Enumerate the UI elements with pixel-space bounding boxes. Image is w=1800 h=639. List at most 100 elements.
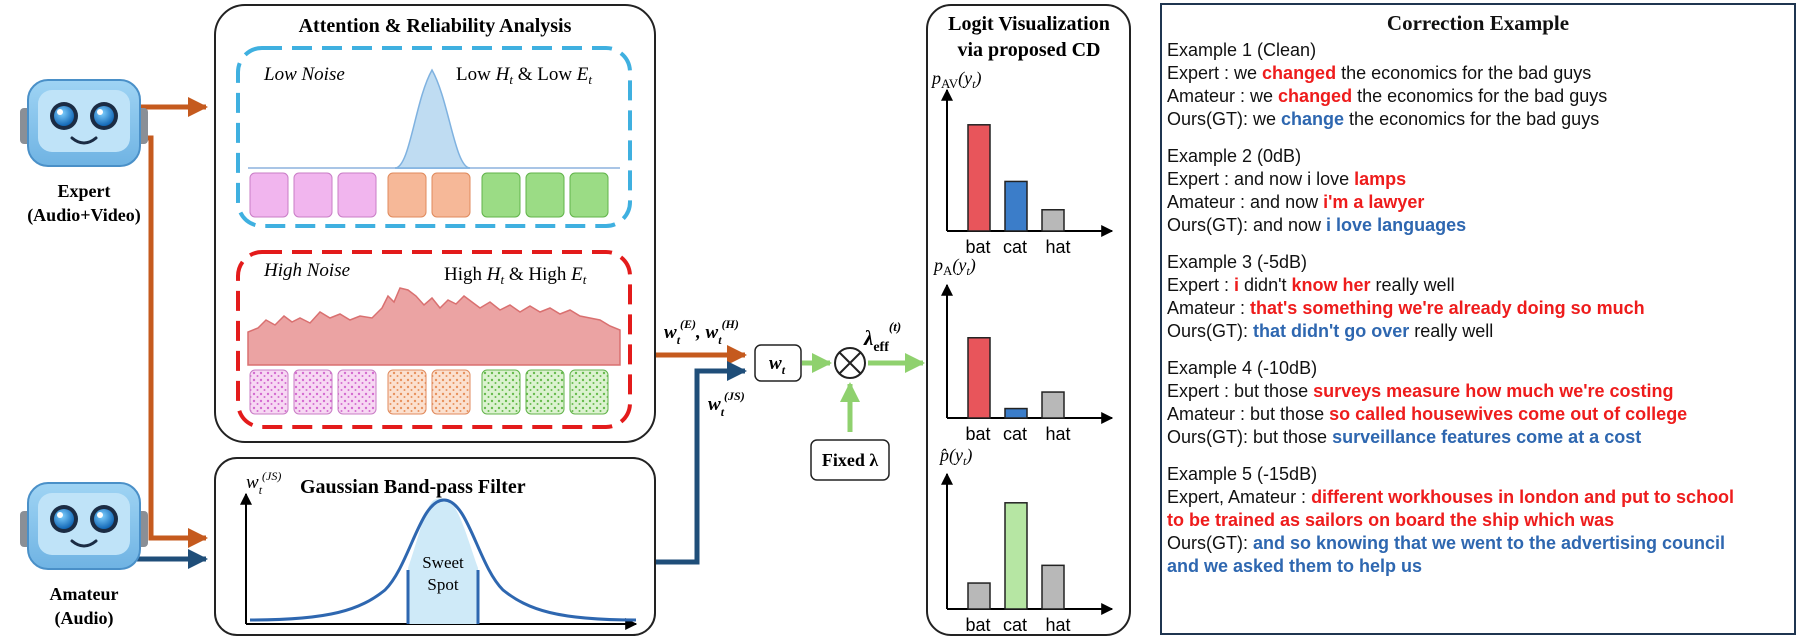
text-segment: Ours(GT): [1167,533,1253,553]
transcript-line: Amateur : that's something we're already… [1167,297,1794,320]
bar-hat [1041,391,1065,419]
bar-cat [1004,407,1028,419]
transcript-line: Amateur : but those so called housewives… [1167,403,1794,426]
transcript-line: Amateur : and now i'm a lawyer [1167,191,1794,214]
low-noise-attention-peak [394,68,471,169]
tick-label-hat: hat [1045,237,1070,257]
text-segment: Amateur : [1167,298,1251,318]
transcript-line: Ours(GT): we change the economics for th… [1167,108,1794,131]
correction-examples: Example 1 (Clean)Expert : we changed the… [1162,39,1794,578]
transcript-line: Ours(GT): that didn't go over really wel… [1167,320,1794,343]
bar-hat [1041,564,1065,610]
transcript-line: Ours(GT): and now i love languages [1167,214,1794,237]
highlight-blue: that didn't go over [1253,321,1410,341]
sweet-spot-label-1: Sweet [422,553,464,572]
example-header: Example 3 (-5dB) [1167,252,1308,272]
logit-title-1: Logit Visualization [948,13,1110,35]
tick-label-bat: bat [965,424,990,444]
highlight-red: i [1234,275,1240,295]
tick-label-cat: cat [1003,424,1027,444]
w-t-label: wt [769,353,786,377]
highlight-red: know her [1291,275,1371,295]
amateur-modality: (Audio) [54,608,113,629]
text-segment: Amateur : and now [1167,192,1324,212]
text-segment: really well [1370,275,1455,295]
high-noise-label: High Noise [263,260,350,281]
tick-label-bat: bat [965,615,990,635]
chart-p-a-ylabel: pA(yt) [932,255,976,278]
highlight-blue: and so knowing that we went to the adver… [1253,533,1726,553]
highlight-blue: change [1281,109,1345,129]
bar-cat [1004,502,1028,610]
low-noise-desc: Low Ht & Low Et [456,64,592,87]
highlight-red: different workhouses in london and put t… [1311,487,1735,507]
example-header: Example 2 (0dB) [1167,146,1302,166]
expert-arrows [137,97,208,548]
example-1: Example 1 (Clean)Expert : we changed the… [1167,39,1794,131]
highlight-red: so called housewives come out of college [1329,404,1688,424]
text-segment: Ours(GT): and now [1167,215,1327,235]
correction-title: Correction Example [1386,11,1570,35]
low-noise-tokens [249,172,609,218]
highlight-red: i'm a lawyer [1323,192,1425,212]
example-header: Example 5 (-15dB) [1167,464,1318,484]
transcript-line: Ours(GT): and so knowing that we went to… [1167,532,1794,555]
low-noise-label: Low Noise [263,64,345,85]
transcript-line: Expert : i didn't know her really well [1167,274,1794,297]
text-segment: Ours(GT): we [1167,109,1282,129]
lambda-eff-label: λeff(t) [863,319,901,355]
highlight-red: changed [1262,63,1337,83]
gaussian-curve [249,498,637,622]
expert-modality: (Audio+Video) [27,205,141,226]
tick-label-hat: hat [1045,424,1070,444]
sweet-spot-band [408,498,478,624]
text-segment: Expert : but those [1167,381,1314,401]
highlight-blue: surveillance features come at a cost [1332,427,1642,447]
text-segment: Expert : [1167,275,1235,295]
high-noise-box [236,250,632,429]
bar-cat [1004,180,1028,232]
text-segment: the economics for the bad guys [1344,109,1600,129]
transcript-line: Amateur : we changed the economics for t… [1167,85,1794,108]
text-segment: didn't [1239,275,1292,295]
example-header: Example 4 (-10dB) [1167,358,1318,378]
text-segment: the economics for the bad guys [1336,63,1592,83]
example-2: Example 2 (0dB)Expert : and now i love l… [1167,145,1794,237]
transcript-line: Expert : and now i love lamps [1167,168,1794,191]
tick-label-cat: cat [1003,237,1027,257]
text-segment: Expert : we [1167,63,1263,83]
highlight-red: changed [1278,86,1353,106]
bar-bat [967,337,991,419]
gaussian-to-weight-arrow [656,361,747,565]
bar-bat [967,582,991,610]
transcript-line: Expert : but those surveys measure how m… [1167,380,1794,403]
high-noise-attention-curve [247,287,621,366]
highlight-blue: i love languages [1326,215,1467,235]
bar-hat [1041,209,1065,232]
high-noise-desc: High Ht & High Et [444,264,587,287]
otimes-icon [838,351,862,375]
transcript-line: and we asked them to help us [1167,555,1794,578]
text-segment: Ours(GT): but those [1167,427,1333,447]
tick-label-bat: bat [965,237,990,257]
attention-title: Attention & Reliability Analysis [299,15,572,37]
text-segment: Amateur : we [1167,86,1279,106]
text-segment: really well [1409,321,1494,341]
gaussian-title: Gaussian Band-pass Filter [300,476,526,498]
highlight-red: lamps [1354,169,1407,189]
expert-robot-icon [20,79,148,167]
amateur-label: Amateur [50,584,119,604]
expert-label: Expert [58,181,111,201]
text-segment: Ours(GT): [1167,321,1253,341]
example-header: Example 1 (Clean) [1167,40,1317,60]
chart-p-hat-ylabel: p̂(yt) [938,445,972,468]
high-noise-tokens [249,369,609,415]
example-3: Example 3 (-5dB)Expert : i didn't know h… [1167,251,1794,343]
bar-bat [967,124,991,232]
transcript-line: Expert : we changed the economics for th… [1167,62,1794,85]
low-noise-box [236,46,632,228]
highlight-red: that's something we're already doing so … [1250,298,1645,318]
